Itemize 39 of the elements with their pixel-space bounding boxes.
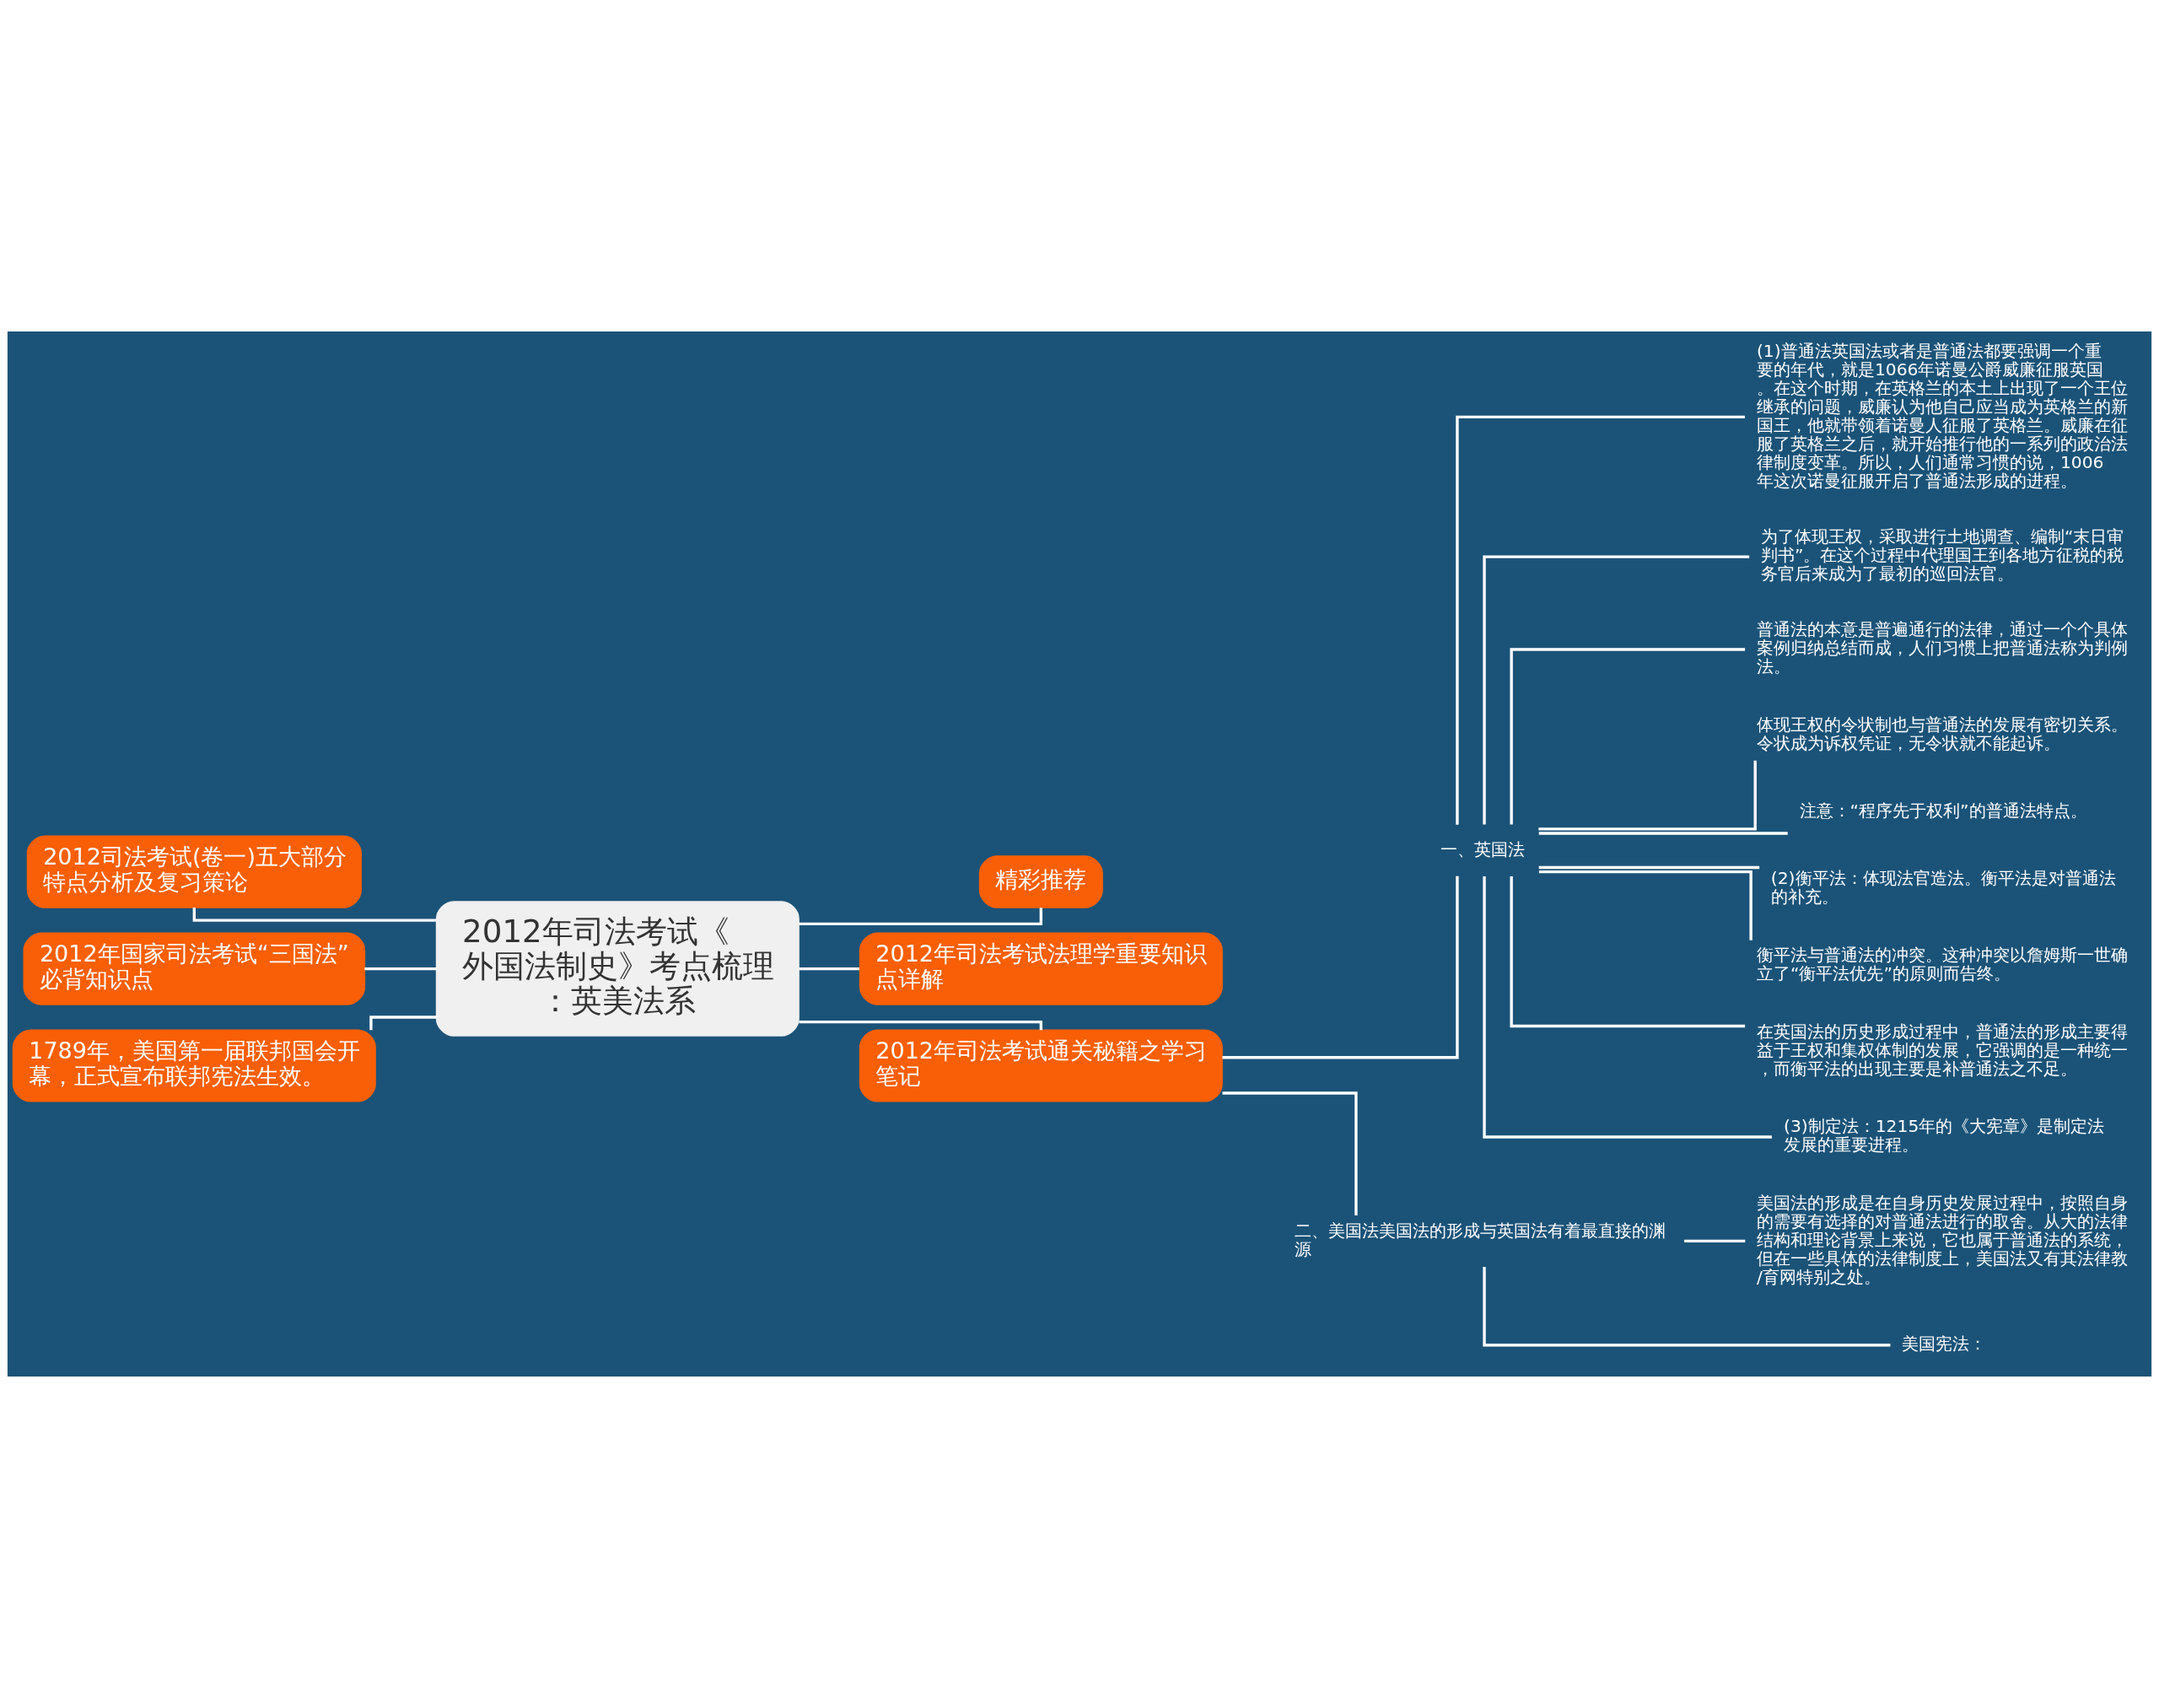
connector	[799, 967, 859, 971]
node-box: 2012年司法考试法理学重要知识点详解	[859, 932, 1223, 1005]
connector	[1483, 555, 1750, 825]
connector	[1538, 865, 1760, 870]
connector	[1510, 876, 1746, 1028]
connector	[1456, 415, 1745, 825]
node-text: 普通法的本意是普遍通行的法律，通过一个个具体案例归纳总结而成，人们习惯上把普通法称为判例法。	[1756, 619, 2128, 677]
connector	[1510, 648, 1746, 825]
node-box: 2012年司法考试《外国法制史》考点梳理：英美法系	[435, 901, 800, 1037]
connector	[1222, 876, 1459, 1059]
connector	[364, 967, 437, 971]
connector	[1538, 832, 1788, 835]
node-text: (1)普通法英国法或者是普通法都要强调一个重要的年代，就是1066年诺曼公爵威廉征服英国。在这个时期，在英格兰的本土上出现了一个王位继承的问题，威廉认为他自己应当成为英格兰的新国王，他就带领着诺曼人征服了英格兰。威廉在征服了英格兰之后，就开始推行他的一系列的政治法律制度变革。所以，人们通常习惯的说，1006 年这次诺曼征服开启了普通法形成的进程。	[1756, 340, 2128, 491]
node-text: 为了体现王权，采取进行土地调查、编制“末日审判书”。在这个过程中代理国王到各地方征税的税务官后来成为了最初的巡回法官。	[1760, 526, 2124, 585]
connector	[1538, 870, 1753, 940]
connector	[369, 1016, 437, 1031]
node-box: 2012年国家司法考试“三国法”必背知识点	[23, 932, 366, 1005]
node-text: 美国法的形成是在自身历史发展过程中，按照自身的需要有选择的对普通法进行的取舍。从大的法律结构和理论背景上来说，它也属于普通法的系统，但在一些具体的法律制度上，美国法又有其法律教/育网特别之处。	[1756, 1192, 2128, 1287]
node-text: 美国宪法：	[1902, 1334, 1987, 1355]
node-box: 2012年司法考试通关秘籍之学习笔记	[859, 1029, 1223, 1102]
node-text: 体现王权的令状制也与普通法的发展有密切关系。令状成为诉权凭证，无令状就不能起诉。	[1756, 714, 2128, 753]
node-text: 衡平法与普通法的冲突。这种冲突以詹姆斯一世确立了“衡平法优先”的原则而告终。	[1756, 945, 2128, 984]
connector	[1684, 1239, 1746, 1243]
connector	[799, 908, 1043, 925]
node-box: 2012司法考试(卷一)五大部分特点分析及复习策论	[26, 835, 362, 908]
node-box: 精彩推荐	[978, 855, 1103, 908]
connector	[799, 1021, 1043, 1031]
connector	[1538, 760, 1757, 831]
node-text: 注意：“程序先于权利”的普通法特点。	[1799, 800, 2087, 821]
connector	[1483, 876, 1772, 1139]
node-text: (3)制定法：1215年的《大宪章》是制定法发展的重要进程。	[1784, 1116, 2105, 1156]
node-text: 在英国法的历史形成过程中，普通法的形成主要得益于王权和集权体制的发展，它强调的是一种统一，而衡平法的出现主要是补普通法之不足。	[1756, 1021, 2128, 1079]
node-text: 一、英国法	[1440, 838, 1525, 859]
node-box: 1789年，美国第一届联邦国会开幕，正式宣布联邦宪法生效。	[12, 1029, 376, 1102]
node-text: 二、美国法美国法的形成与英国法有着最直接的渊源	[1295, 1220, 1666, 1259]
connector	[1483, 1266, 1891, 1347]
node-text: (2)衡平法：体现法官造法。衡平法是对普通法的补充。	[1770, 868, 2116, 908]
connector	[1222, 1091, 1358, 1215]
connector	[192, 908, 437, 922]
